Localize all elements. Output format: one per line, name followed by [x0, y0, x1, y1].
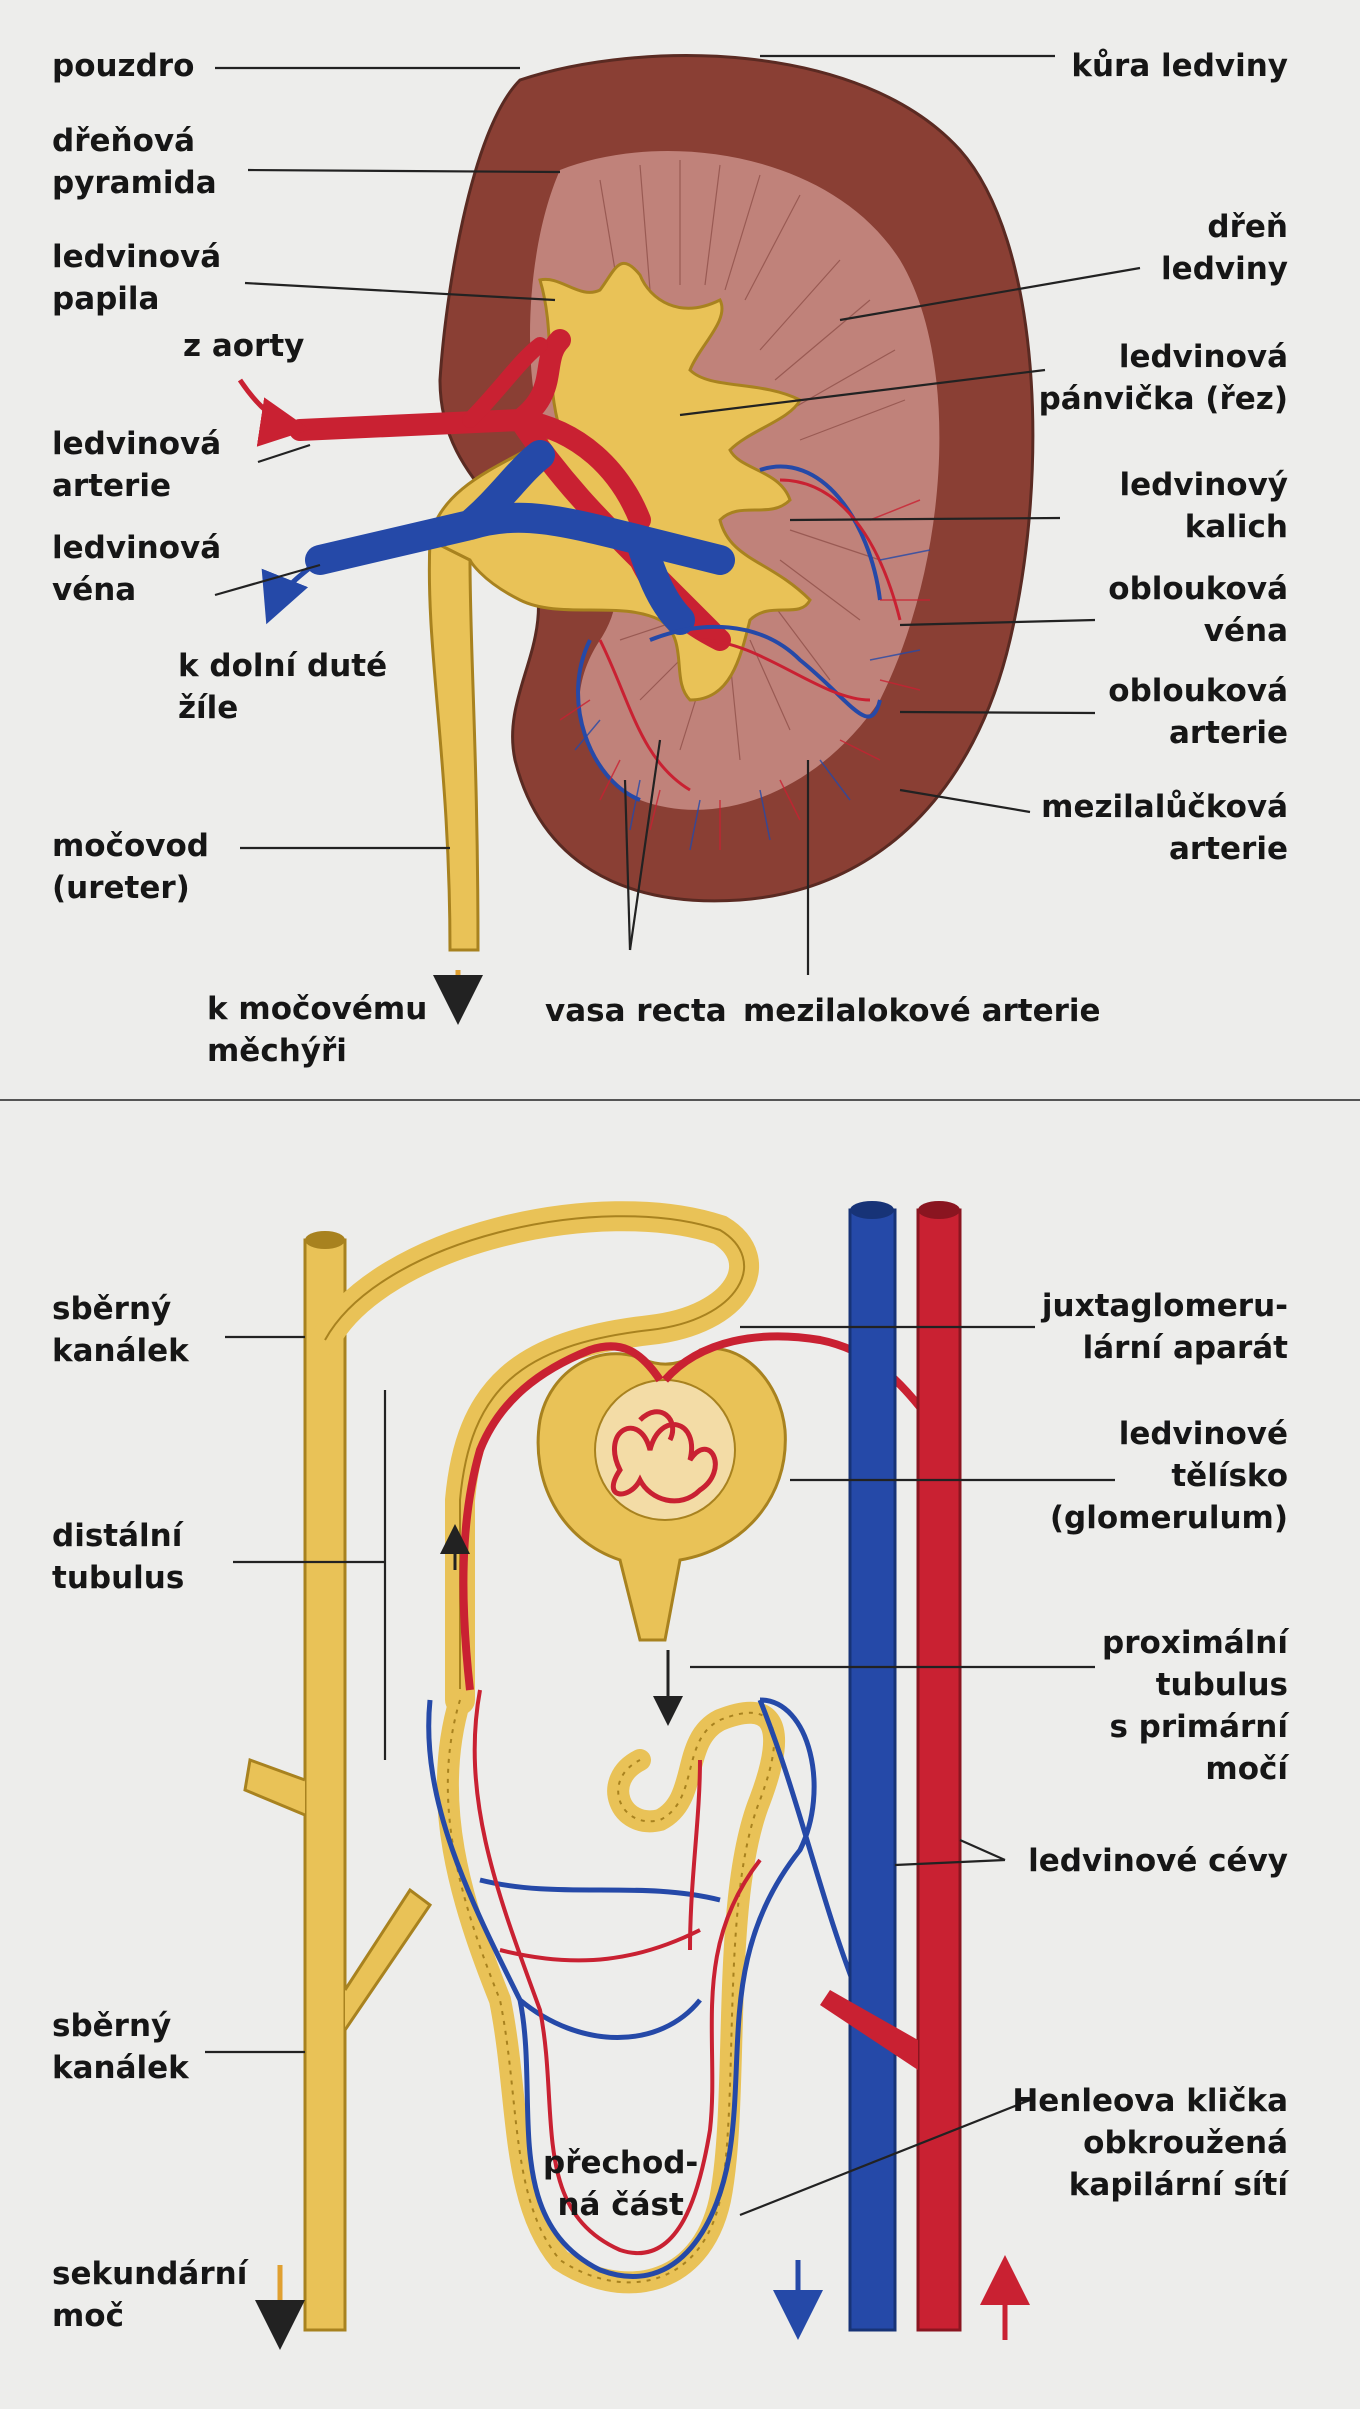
- peritubular-capillaries-blue: [426, 1697, 863, 2279]
- nephron-illustration: [243, 1201, 1030, 2350]
- label-mezilalokove-arterie: mezilalokové arterie: [743, 993, 1101, 1029]
- nephron-leader-lines: [205, 1325, 1115, 2217]
- label-ledvinove-cevy: ledvinové cévy: [1028, 1843, 1288, 1879]
- efferent-arteriole: [661, 1332, 934, 1423]
- label-kura-ledviny: kůra ledviny: [1071, 48, 1288, 84]
- from-aorta-arrow: [237, 378, 310, 447]
- duct-branch-lower: [343, 1887, 433, 2031]
- collecting-duct: [303, 1238, 347, 2332]
- to-vena-cava-arrow: [261, 558, 322, 625]
- label-prechodna-cast: přechod-ná část: [543, 2145, 699, 2223]
- label-mocovod: močovod(ureter): [52, 828, 209, 906]
- kidney-leader-lines: [214, 54, 1141, 975]
- label-juxtaglomerularni-aparat: juxtaglomeru-lární aparát: [1041, 1288, 1288, 1366]
- renal-artery: [289, 329, 731, 651]
- duct-branch-upper: [243, 1757, 306, 1817]
- label-vasa-recta: vasa recta: [545, 993, 727, 1029]
- label-pouzdro: pouzdro: [52, 48, 195, 84]
- arcuate-vessels-blue: [576, 464, 882, 802]
- kidney-illustration: [237, 54, 1035, 1025]
- renal-vein: [305, 440, 735, 635]
- peritubular-capillaries-red: [472, 1689, 762, 2255]
- label-z-aorty: z aorty: [183, 328, 305, 364]
- renal-artery-vertical: [916, 1208, 962, 2332]
- ureter: [427, 537, 480, 952]
- afferent-arteriole: [459, 1342, 664, 1691]
